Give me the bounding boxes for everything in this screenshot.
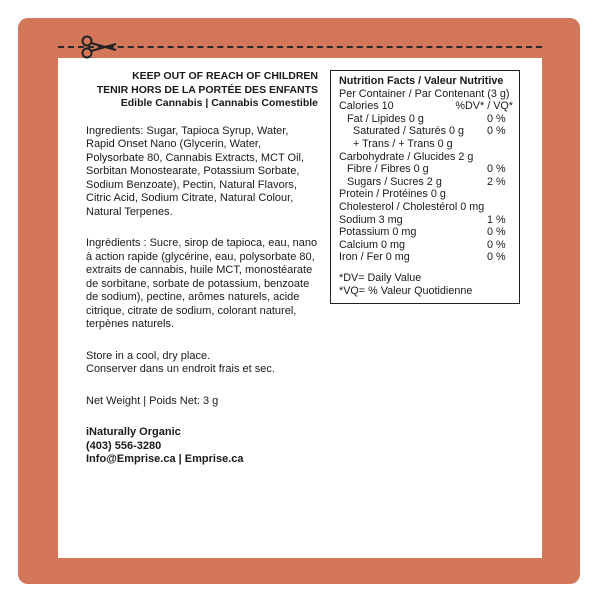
scissors-icon [81,35,117,59]
nutrient-label: Iron / Fer 0 mg [339,251,410,264]
nutrient-label: + Trans / + Trans 0 g [353,137,453,150]
storage-french: Conserver dans un endroit frais et sec. [86,363,275,375]
nutrient-label: Sodium 3 mg [339,213,403,226]
label-panel [58,58,542,558]
nutrition-calories: Calories 10 [339,100,394,113]
nutrient-dv: 0 % [487,251,506,264]
left-text-column: KEEP OUT OF REACH OF CHILDREN TENIR HORS… [86,70,318,467]
nutrient-label: Potassium 0 mg [339,226,417,239]
warning-line-2: TENIR HORS DE LA PORTÉE DES ENFANTS [96,83,318,96]
company-phone: (403) 556-3280 [86,439,162,452]
nutrient-dv: 0 % [487,112,506,125]
nutrition-serving: Per Container / Par Contenant (3 g) [339,87,510,100]
nutrient-dv [487,188,513,201]
nutrient-label: Saturated / Saturés 0 g [353,125,465,138]
nutrient-dv [487,151,513,164]
nutrient-dv: 0 % [487,163,506,176]
nutrient-label: Fibre / Fibres 0 g [347,163,429,176]
ingredients-french: Ingrédients : Sucre, sirop de tapioca, e… [86,237,318,330]
company-name: iNaturally Organic [86,426,181,438]
company-contact: Info@Emprise.ca | Emprise.ca [86,453,244,465]
nutrient-dv [487,138,513,151]
warning-line-1: KEEP OUT OF REACH OF CHILDREN [132,70,318,82]
nutrition-dv-header: %DV* / VQ* [455,100,513,113]
nutrition-facts-table: Nutrition Facts / Valeur Nutritive Per C… [330,70,520,305]
nutrition-footnote-vq: *VQ= % Valeur Quotidienne [339,284,473,297]
nutrient-label: Fat / Lipides 0 g [347,112,424,125]
nutrient-dv: 0 % [487,226,506,239]
ingredients-english: Ingredients: Sugar, Tapioca Syrup, Water… [86,124,305,218]
nutrient-dv: 2 % [487,175,506,188]
nutrient-label: Sugars / Sucres 2 g [347,175,442,188]
nutrient-dv: 0 % [487,125,506,138]
cut-line [58,46,542,48]
nutrient-dv [487,201,513,214]
nutrition-title: Nutrition Facts / Valeur Nutritive [339,75,504,87]
nutrient-label: Cholesterol / Cholestérol 0 mg [339,200,485,213]
net-weight: Net Weight | Poids Net: 3 g [86,394,219,407]
nutrient-dv: 1 % [487,213,506,226]
storage-english: Store in a cool, dry place. [86,349,211,362]
nutrient-label: Carbohydrate / Glucides 2 g [339,150,474,163]
nutrient-label: Calcium 0 mg [339,238,405,251]
nutrient-dv: 0 % [487,238,506,251]
nutrition-footnote-dv: *DV= Daily Value [339,271,422,284]
nutrient-label: Protein / Protéines 0 g [339,188,446,201]
warning-line-3: Edible Cannabis | Cannabis Comestible [120,97,318,109]
